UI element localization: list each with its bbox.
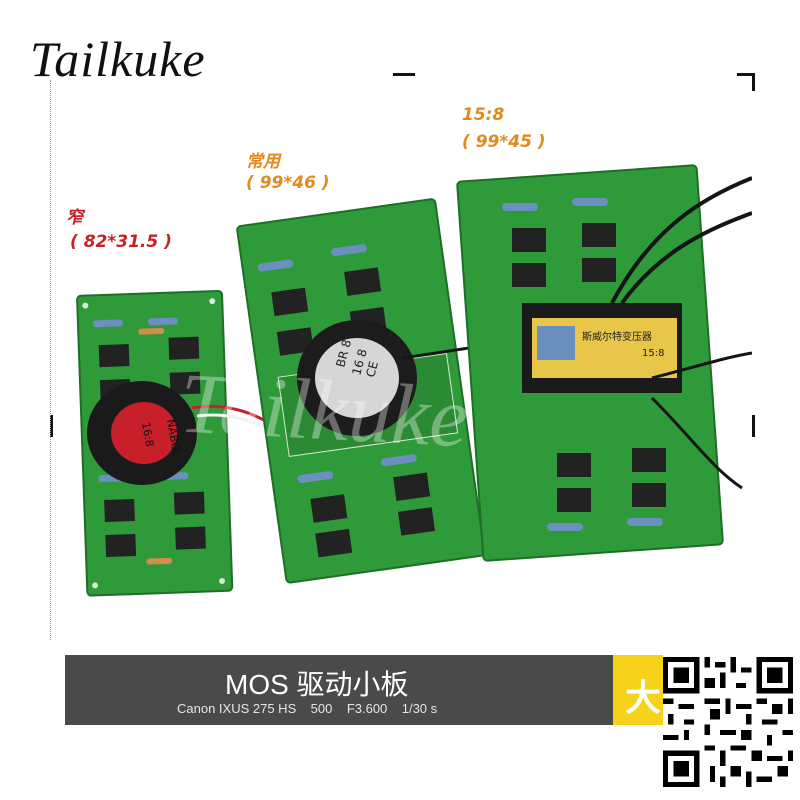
frame-mark-right (752, 415, 755, 437)
frame-mark-left (50, 415, 53, 437)
frame-mark-top-left (393, 73, 415, 76)
transformer: 斯威尔特变压器 15:8 (522, 303, 682, 393)
brand-logo: Tailkuke (30, 31, 206, 87)
caption-banner: MOS 驱动小板 Canon IXUS 275 HS 500 F3.600 1/… (65, 655, 613, 725)
banner-yellow-block: 大 (613, 655, 663, 725)
frame-mark-top-right-v (752, 73, 755, 91)
inductor-common: BR 8 16 8 CE (297, 320, 417, 436)
transformer-label: 斯威尔特变压器 (582, 330, 652, 343)
pcb-photo: NABOL 16:8 BR 8 16 8 CE (76, 164, 752, 597)
transformer-ratio: 15:8 (642, 348, 664, 359)
banner-yellow-char: 大 (625, 677, 662, 718)
board-name-narrow: 窄 (66, 208, 83, 228)
board-size-common: ( 99*46 ) (246, 173, 330, 193)
banner-title: MOS 驱动小板 (225, 669, 409, 700)
inductor-narrow: NABOL 16:8 (87, 381, 197, 485)
inductor-ratio-narrow: 16:8 (139, 421, 156, 448)
frame-dotted-left (50, 80, 51, 640)
board-name-common: 常用 (246, 152, 280, 172)
qr-code (663, 657, 793, 787)
inductor-label-common-2: 16 8 (349, 347, 369, 376)
banner-camera-info: Canon IXUS 275 HS 500 F3.600 1/30 s (177, 701, 438, 716)
frame-mark-top-right-h (737, 73, 755, 76)
board-name-transformer: 15:8 (462, 105, 505, 125)
inductor-label-common-3: CE (363, 360, 381, 379)
board-size-transformer: ( 99*45 ) (462, 132, 546, 152)
board-size-narrow: ( 82*31.5 ) (70, 232, 172, 252)
